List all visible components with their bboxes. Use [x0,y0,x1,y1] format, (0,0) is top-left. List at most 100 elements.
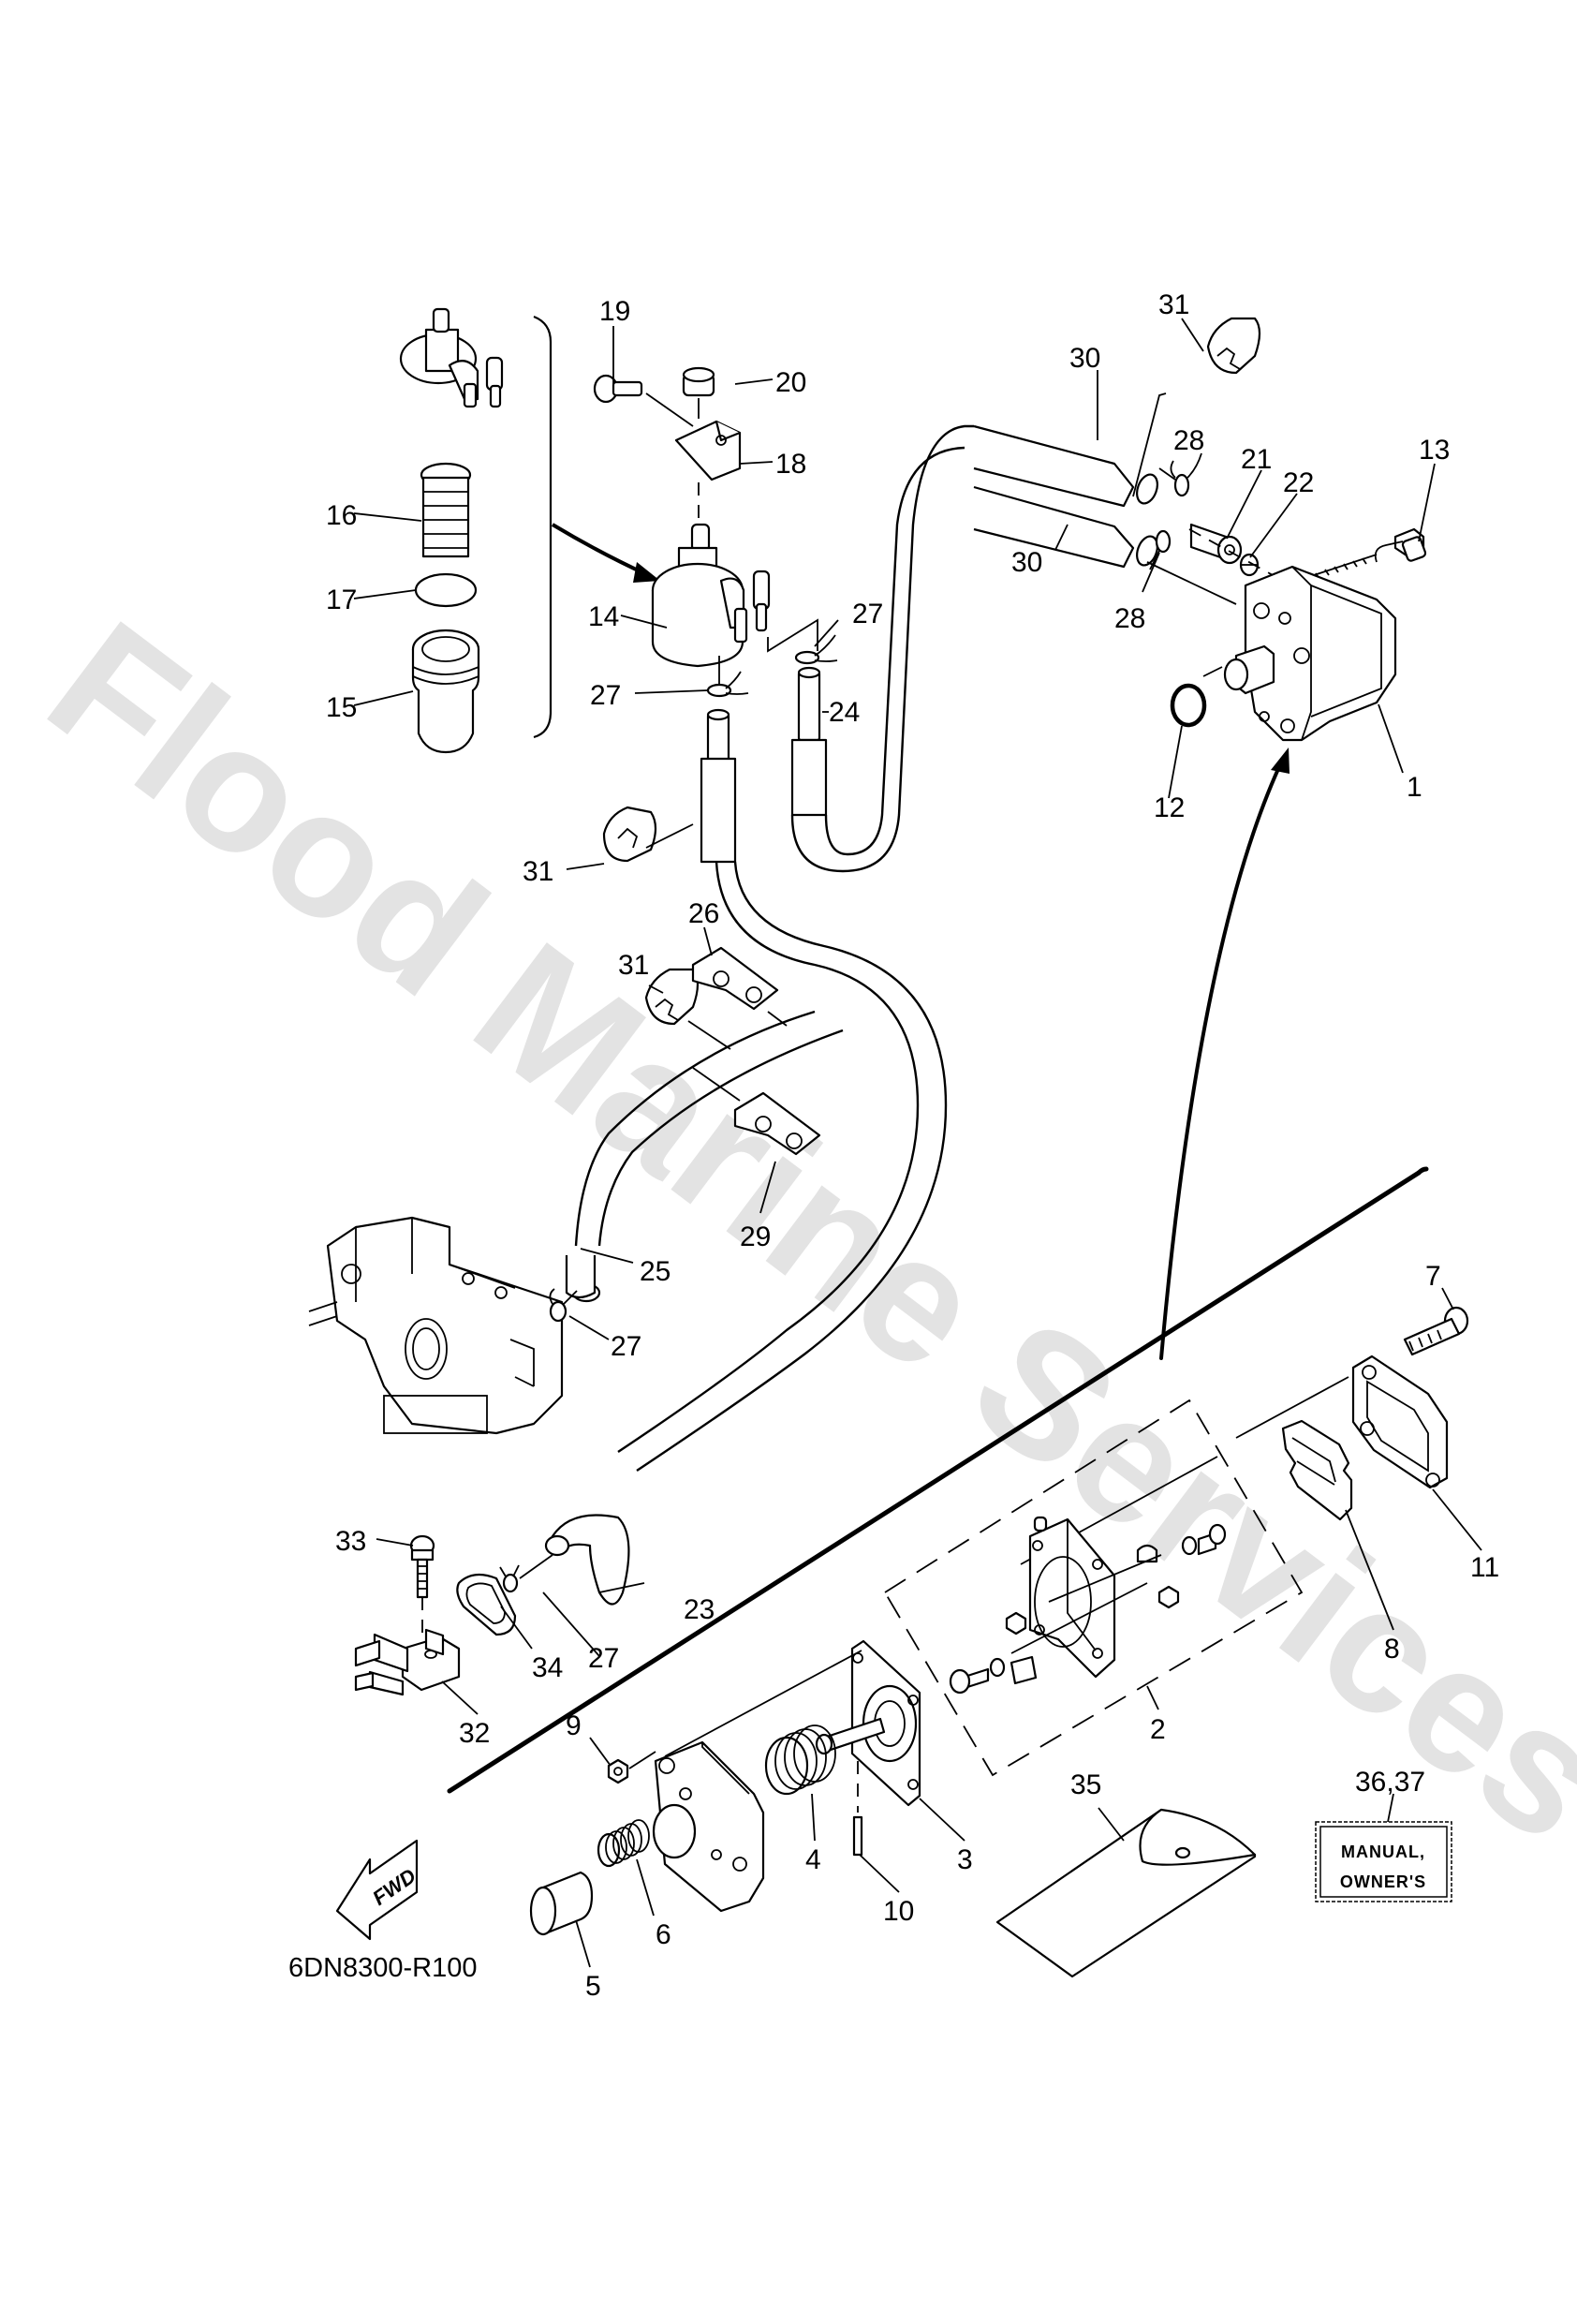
callout-5: 5 [585,1971,601,2002]
holder-26 [691,946,779,1011]
callout-24: 24 [829,697,860,728]
callout-6: 6 [656,1919,671,1950]
clip-28-upper [1170,452,1202,497]
callout-26: 26 [688,898,719,929]
callout-33: 33 [335,1526,366,1557]
callout-labels: 19 20 18 16 17 15 14 27 27 24 31 26 31 2… [326,289,1499,2002]
clip-28-lower [1149,529,1172,570]
filter-element-16 [420,462,472,558]
bolt-33 [409,1534,435,1599]
callout-31-top: 31 [1158,289,1189,320]
clip-27-joint [499,1564,520,1593]
pin-10 [852,1815,863,1857]
callout-13: 13 [1419,435,1450,466]
o-ring-17 [414,572,478,608]
holder-29 [733,1091,821,1156]
callout-29: 29 [740,1221,771,1252]
group-arrow-head [633,562,660,583]
group-arrow [551,523,647,576]
callout-34: 34 [532,1652,563,1683]
drawing-code: 6DN8300-R100 [288,1953,478,1983]
hose-23 [544,1514,630,1606]
leader-lines [353,318,1482,1968]
bolt-7 [1403,1306,1469,1356]
callout-1: 1 [1407,772,1422,803]
pump-small-parts [949,1523,1227,1695]
hose-main-25 [617,861,920,1453]
callout-35: 35 [1070,1769,1101,1800]
subassembly-box-2 [883,1399,1304,1777]
callout-36-37: 36,37 [1355,1767,1425,1798]
callout-3: 3 [957,1844,973,1875]
callout-30-upper: 30 [1069,343,1100,374]
callout-31-lower: 31 [618,950,649,981]
diaphragm-3 [815,1639,921,1807]
hose-25 [574,1010,816,1247]
bolt-13 [1310,527,1427,580]
clip-27-upper [794,634,838,665]
callout-22: 22 [1283,467,1314,498]
fwd-direction-badge: FWD [335,1839,420,1941]
plunger-5 [529,1871,594,1936]
spring-6 [597,1819,650,1868]
hose-30-tubes [973,424,1158,569]
callout-27-joint: 27 [588,1643,619,1674]
joint-21 [1189,523,1243,565]
callout-31-mid: 31 [523,856,553,887]
callout-7: 7 [1425,1261,1441,1292]
fuel-joint-32 [354,1628,461,1696]
callout-11: 11 [1470,1552,1499,1583]
filter-head-exploded [399,307,504,408]
callout-10: 10 [883,1896,914,1927]
fuel-pump-1 [1223,565,1397,742]
callout-14: 14 [588,601,619,632]
pump-body-2 [1028,1516,1116,1679]
callout-15: 15 [326,692,357,723]
hose-24 [790,666,828,817]
callout-28-lower: 28 [1114,603,1145,634]
callout-18: 18 [775,449,806,480]
hose-30-loop [790,424,974,873]
callout-12: 12 [1154,792,1185,823]
nut-9 [607,1758,629,1784]
manual-label-line2: OWNER'S [1340,1873,1426,1891]
filter-cup-15 [411,629,480,754]
assembly-separator-line [447,1170,1422,1794]
callout-8: 8 [1384,1634,1400,1665]
clip-27-carb [549,1288,578,1323]
callout-27-carb: 27 [611,1331,641,1362]
pump-cover [652,1740,765,1913]
bracket-18 [674,420,742,481]
callout-19: 19 [599,296,630,327]
callout-23: 23 [684,1594,715,1625]
callout-21: 21 [1241,444,1272,475]
nut-20 [682,366,715,397]
clamp-31-lower [644,968,700,1026]
callout-27-upper: 27 [852,599,883,629]
callout-16: 16 [326,500,357,531]
callout-4: 4 [805,1844,821,1875]
tool-pouch-35 [995,1808,1257,1978]
clip-27-lower [706,671,749,698]
clamp-31-mid [602,806,657,863]
grommet-34 [456,1573,517,1636]
callout-28-upper: 28 [1173,425,1204,456]
clamp-31-top [1206,317,1261,375]
callout-2: 2 [1150,1714,1166,1745]
callout-20: 20 [775,367,806,398]
spring-4 [764,1724,836,1796]
manual-label-line1: MANUAL, [1341,1843,1425,1861]
callout-32: 32 [459,1718,490,1749]
group-bracket [533,315,553,739]
callout-17: 17 [326,585,357,615]
owners-manual-36-37: MANUAL, OWNER'S [1315,1821,1452,1902]
callout-27-lower: 27 [590,680,621,711]
cover-11 [1351,1354,1449,1489]
fuel-filter-14 [651,523,771,668]
assembly-arrow [1159,757,1285,1360]
o-ring-12 [1170,683,1207,728]
callout-30-lower: 30 [1011,547,1042,578]
hose-pipe-left [700,708,737,864]
assembly-arrow-head [1271,748,1290,774]
